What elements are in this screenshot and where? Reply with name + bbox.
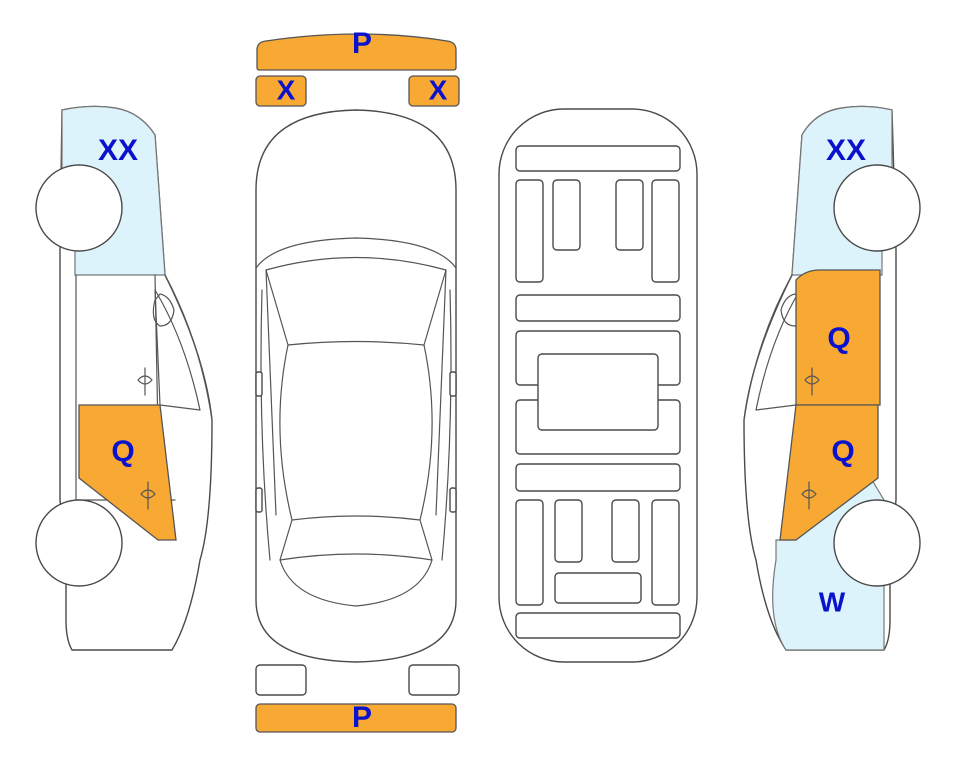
- underside-rear-inner-right: [611, 499, 640, 563]
- underside-crossmember-2: [515, 463, 681, 492]
- underside-rear-bar: [515, 612, 681, 639]
- rear-left-light[interactable]: [255, 664, 307, 696]
- right-front-door-panel[interactable]: [795, 269, 881, 406]
- left-rear-door-panel[interactable]: [78, 404, 177, 541]
- front-right-light-shape: [408, 75, 460, 107]
- rear-bumper-shape: [255, 703, 457, 733]
- left-rear-door-label: Q: [111, 435, 134, 468]
- car-right-side-view: XX W Q Q: [743, 105, 921, 651]
- left-side-rear-wheel: [35, 499, 123, 587]
- rear-right-light[interactable]: [408, 664, 460, 696]
- car-left-side-view: XX Q: [35, 105, 213, 651]
- front-right-light-label: X: [429, 74, 448, 105]
- front-left-light-shape: [255, 75, 307, 107]
- right-rear-door-label: Q: [831, 435, 854, 468]
- front-left-light-label: X: [277, 74, 296, 105]
- right-side-front-wheel: [833, 164, 921, 252]
- left-side-window-frame: [154, 289, 201, 411]
- front-right-light-panel[interactable]: X: [408, 74, 460, 107]
- left-side-handle-front: [137, 367, 153, 396]
- underside-front-inner-right: [615, 179, 644, 251]
- left-side-handle-rear: [140, 481, 156, 510]
- top-view-right-handle: [449, 487, 457, 513]
- top-view-right-window: [419, 344, 433, 521]
- rear-bumper-panel[interactable]: P: [255, 701, 457, 734]
- right-side-handle-rear: [801, 481, 817, 510]
- right-side-window-frame: [755, 289, 801, 411]
- top-view-right-pillar: [435, 269, 447, 516]
- underside-rear-tank: [554, 572, 642, 604]
- underside-front-right-rail: [651, 179, 680, 283]
- right-rear-door-panel[interactable]: [779, 404, 879, 541]
- underside-center-pan: [537, 353, 659, 431]
- top-view-trunk-line: [279, 559, 433, 607]
- left-side-front-wheel: [35, 164, 123, 252]
- front-bumper-panel[interactable]: P: [256, 27, 457, 71]
- underside-rear-left-rail: [515, 499, 544, 606]
- car-underside-view: [498, 108, 698, 663]
- right-side-handle-front: [804, 367, 820, 396]
- top-view-left-edge: [260, 289, 271, 561]
- top-view-left-handle: [255, 487, 263, 513]
- right-side-rear-wheel: [833, 499, 921, 587]
- front-left-light-panel[interactable]: X: [255, 74, 307, 107]
- underside-front-bar: [515, 145, 681, 172]
- top-view-right-mirror: [449, 371, 457, 397]
- underside-front-inner-left: [552, 179, 581, 251]
- top-view-left-pillar: [265, 269, 277, 516]
- top-view-body[interactable]: [255, 109, 457, 663]
- right-rear-quarter-label: W: [819, 586, 846, 617]
- car-top-view: [255, 109, 457, 663]
- right-front-fender-label: XX: [826, 134, 866, 167]
- top-view-left-window: [279, 344, 293, 521]
- front-bumper-label: P: [352, 27, 372, 60]
- right-side-roof-line: [743, 274, 793, 421]
- underside-front-left-rail: [515, 179, 544, 283]
- underside-rear-right-rail: [651, 499, 680, 606]
- underside-crossmember-1: [515, 294, 681, 322]
- rear-bumper-label: P: [352, 701, 372, 734]
- left-front-fender-label: XX: [98, 134, 138, 167]
- right-front-door-label: Q: [827, 322, 850, 355]
- underside-rear-inner-left: [554, 499, 583, 563]
- left-side-mirror: [152, 293, 175, 327]
- left-side-roof-line: [164, 274, 213, 421]
- front-bumper-shape: [256, 33, 457, 71]
- top-view-hood-line: [255, 237, 457, 269]
- top-view-left-mirror: [255, 371, 263, 397]
- top-view-right-edge: [441, 289, 452, 561]
